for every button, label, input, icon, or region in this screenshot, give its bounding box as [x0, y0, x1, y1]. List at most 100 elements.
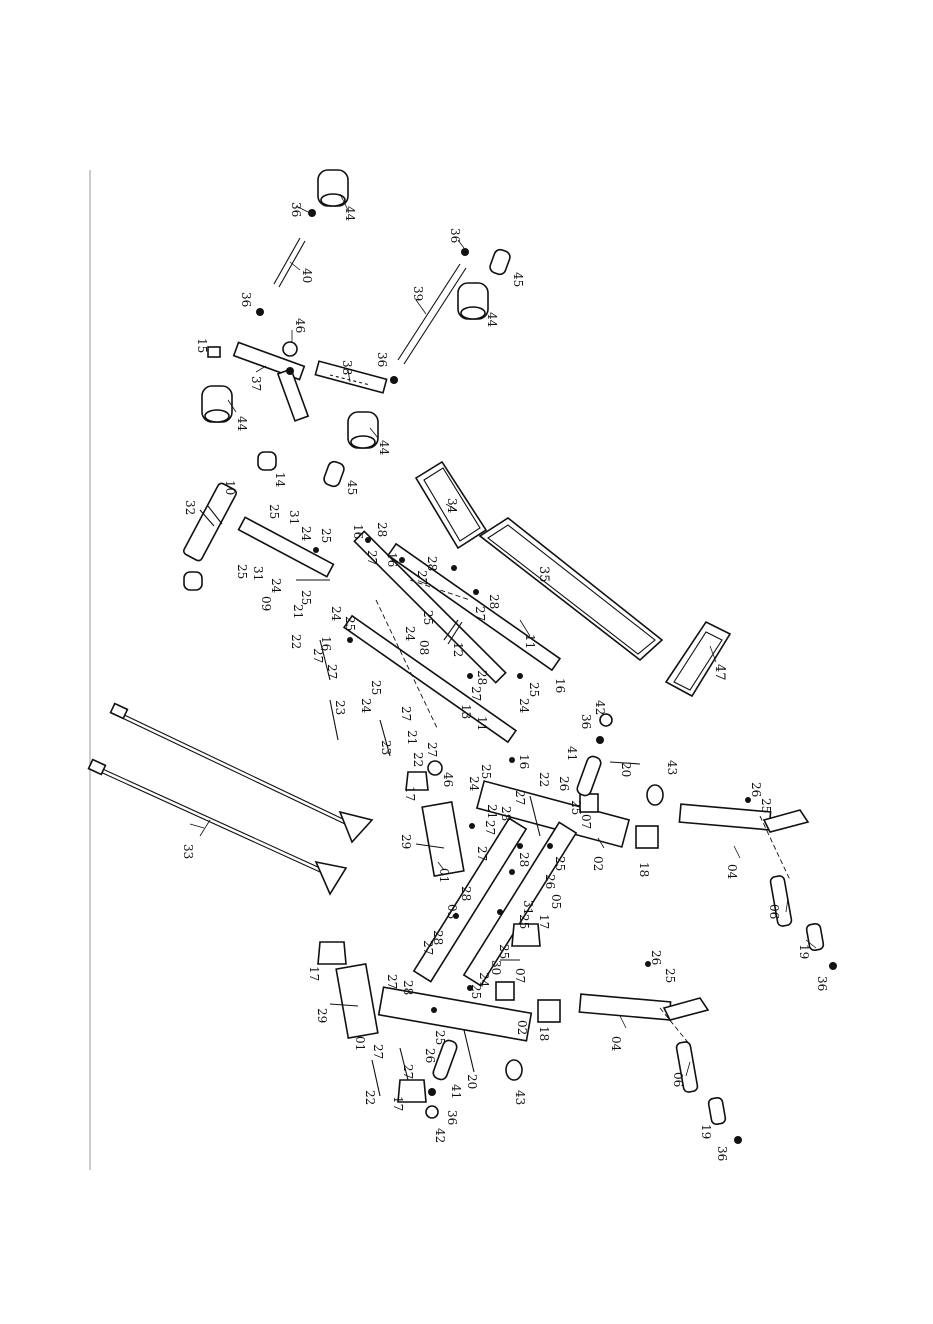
cap-36-g — [829, 962, 837, 970]
label-11: 11 — [523, 634, 537, 649]
label-27: 27 — [325, 664, 339, 679]
label-01: 01 — [437, 868, 451, 883]
bolts-lower — [329, 761, 751, 1097]
label-32: 32 — [183, 500, 197, 515]
label-36: 36 — [715, 1146, 729, 1161]
label-12: 12 — [451, 642, 465, 657]
end-cap-17-upper — [405, 771, 429, 791]
label-27: 27 — [385, 974, 399, 989]
label-30: 30 — [489, 960, 503, 975]
label-28: 28 — [425, 556, 439, 571]
label-31: 31 — [521, 900, 535, 915]
label-28: 28 — [517, 852, 531, 867]
label-46: 46 — [293, 318, 307, 333]
label-41: 41 — [565, 746, 579, 761]
part-labels: 44 36 40 36 36 45 39 44 15 46 37 38 36 4… — [181, 202, 829, 1161]
frame-05 — [462, 821, 578, 987]
knob-43-upper — [646, 784, 664, 806]
label-27: 27 — [399, 706, 413, 721]
label-11: 11 — [475, 716, 489, 731]
label-16: 16 — [553, 678, 567, 693]
label-27: 27 — [513, 790, 527, 805]
label-15: 15 — [195, 338, 209, 353]
end-cap-18-upper — [635, 825, 659, 849]
label-25: 25 — [569, 800, 583, 815]
leg-guide-upper — [759, 815, 791, 881]
label-36: 36 — [289, 202, 303, 217]
cap-36-e — [596, 736, 604, 744]
cap-36-c — [461, 248, 469, 256]
label-01: 01 — [353, 1036, 367, 1051]
label-42: 42 — [433, 1128, 447, 1143]
label-22: 22 — [363, 1090, 377, 1105]
label-13: 13 — [459, 704, 473, 719]
label-04: 04 — [725, 864, 739, 880]
label-36: 36 — [239, 292, 253, 307]
label-25: 25 — [433, 1030, 447, 1045]
label-27: 27 — [421, 940, 435, 955]
frame-02-lower — [377, 986, 533, 1042]
label-43: 43 — [665, 760, 679, 775]
seat-pad-34 — [414, 460, 488, 550]
label-24: 24 — [477, 972, 491, 988]
label-27: 27 — [475, 846, 489, 861]
cap-36-b — [256, 308, 264, 316]
label-19: 19 — [797, 944, 811, 959]
knob-15 — [207, 346, 221, 358]
label-36: 36 — [448, 228, 462, 243]
bar-09 — [237, 516, 335, 578]
frame-03 — [412, 817, 528, 983]
label-22: 22 — [289, 634, 303, 649]
tube-06-lower — [675, 1041, 699, 1093]
sleeve-41-upper — [576, 755, 602, 797]
label-17: 17 — [307, 966, 321, 981]
label-28: 28 — [431, 930, 445, 945]
bar-11-upper — [386, 542, 562, 672]
label-17: 17 — [537, 914, 551, 929]
label-14: 14 — [273, 472, 287, 488]
label-25: 25 — [235, 564, 249, 579]
label-16: 16 — [351, 524, 365, 539]
label-36: 36 — [815, 976, 829, 991]
label-24: 24 — [467, 776, 481, 792]
bracket-07-lower — [495, 981, 515, 1001]
label-27: 27 — [469, 686, 483, 701]
label-44: 44 — [343, 206, 357, 222]
label-20: 20 — [619, 762, 633, 777]
label-41: 41 — [449, 1084, 463, 1099]
label-44: 44 — [377, 440, 391, 456]
label-07: 07 — [579, 814, 593, 829]
label-10: 10 — [223, 480, 237, 495]
label-25: 25 — [517, 914, 531, 929]
knob-43-lower — [505, 1059, 523, 1081]
frame-02-upper — [475, 780, 631, 848]
label-34: 34 — [445, 498, 459, 514]
label-21: 21 — [485, 804, 499, 819]
label-36: 36 — [579, 714, 593, 729]
label-37: 37 — [249, 376, 263, 391]
rod-12 — [443, 619, 463, 645]
pop-pin-46-mid — [427, 760, 443, 776]
label-02: 02 — [591, 856, 605, 871]
label-27: 27 — [425, 742, 439, 757]
label-28: 28 — [499, 806, 513, 821]
label-25: 25 — [759, 798, 773, 813]
label-22: 22 — [537, 772, 551, 787]
label-06: 06 — [671, 1072, 685, 1087]
label-18: 18 — [537, 1026, 551, 1041]
label-06: 06 — [767, 904, 781, 919]
cable-assembly-33 — [87, 702, 374, 896]
label-45: 45 — [345, 480, 359, 495]
label-17: 17 — [391, 1096, 405, 1111]
roller-44-center — [347, 411, 379, 449]
label-26: 26 — [649, 950, 663, 965]
label-31: 31 — [251, 566, 265, 581]
roller-44-top — [317, 169, 349, 207]
label-28: 28 — [459, 886, 473, 901]
label-25: 25 — [663, 968, 677, 983]
label-27: 27 — [365, 550, 379, 565]
cap-36-h — [734, 1136, 742, 1144]
bar-11-lower — [342, 614, 518, 744]
label-25: 25 — [553, 856, 567, 871]
